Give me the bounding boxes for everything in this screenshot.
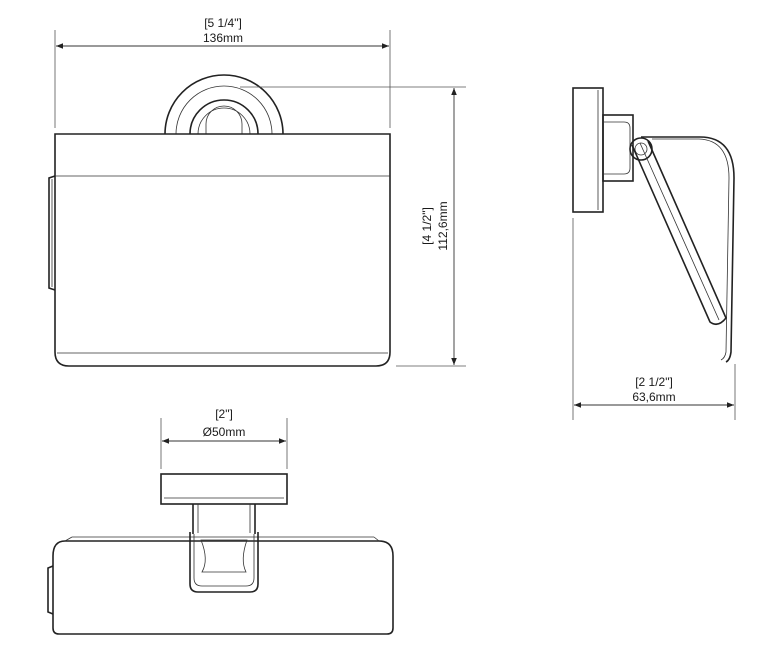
- top-mount-neck: [192, 504, 256, 534]
- side-wall-plate: [572, 87, 604, 213]
- height-dimension: [4 1/2"] 112,6mm: [240, 86, 466, 367]
- side-view: [572, 87, 735, 363]
- top-view: [47, 473, 394, 635]
- top-side-edge: [47, 565, 54, 615]
- front-cover-body: [54, 133, 391, 367]
- height-imperial-label: [4 1/2"]: [420, 207, 434, 245]
- front-rosette: [164, 74, 284, 135]
- diameter-dimension: [2"] Ø50mm: [160, 407, 288, 469]
- top-cover-body: [52, 540, 394, 635]
- front-rosette-hub: [189, 99, 259, 135]
- front-rosette-inner: [175, 85, 273, 135]
- top-rosette: [160, 473, 288, 505]
- diameter-metric-label: Ø50mm: [203, 425, 246, 439]
- depth-dimension: [2 1/2"] 63,6mm: [572, 218, 736, 420]
- front-side-edge: [48, 175, 56, 291]
- width-imperial-label: [5 1/4"]: [204, 16, 242, 30]
- depth-imperial-label: [2 1/2"]: [635, 375, 673, 389]
- top-arm-bracket: [189, 532, 259, 593]
- width-metric-label: 136mm: [203, 31, 243, 45]
- front-arm-tip: [205, 105, 243, 134]
- height-metric-label: 112,6mm: [436, 201, 450, 250]
- front-rosette-hub-inner: [197, 107, 251, 135]
- front-view: [48, 74, 391, 367]
- diameter-imperial-label: [2"]: [215, 407, 233, 421]
- width-dimension: [5 1/4"] 136mm: [54, 16, 391, 128]
- side-cover-inner: [652, 138, 730, 361]
- side-arm: [631, 140, 727, 326]
- side-mount-block: [602, 114, 634, 182]
- side-cover-outer: [641, 136, 735, 363]
- depth-metric-label: 63,6mm: [632, 390, 675, 404]
